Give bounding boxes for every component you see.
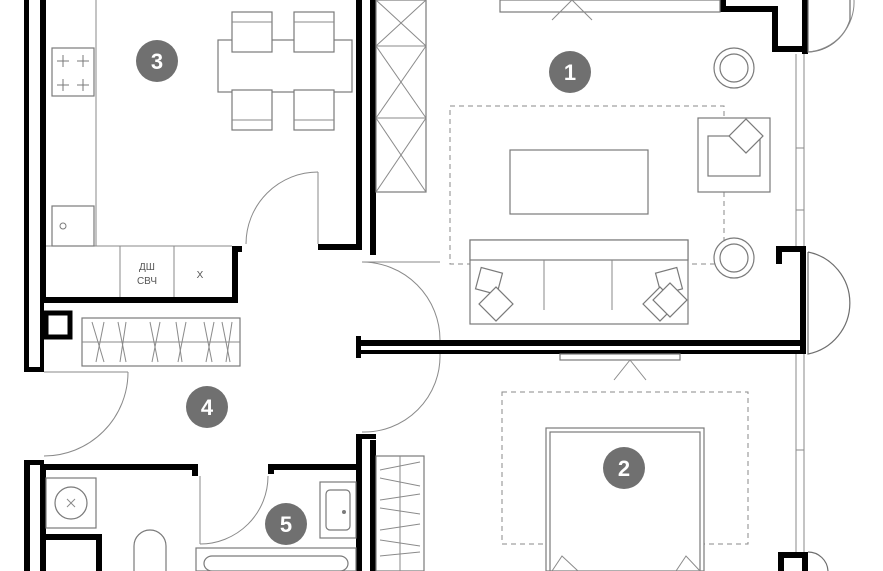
room-badge-5: 5 <box>265 503 307 545</box>
kitchen-furniture: ДШ СВЧ Х <box>46 0 353 297</box>
chair-icon <box>231 89 273 131</box>
walls <box>24 0 808 571</box>
chair-icon <box>231 11 273 53</box>
wardrobe-living <box>375 0 427 193</box>
wardrobe-hall <box>81 317 241 367</box>
living-furniture <box>449 0 771 325</box>
shower-label: ДШ <box>139 262 155 273</box>
microwave-label: СВЧ <box>137 276 157 287</box>
bedroom-rug-icon <box>501 391 749 545</box>
bedroom-furniture <box>375 353 749 571</box>
chair-icon <box>293 11 335 53</box>
room-number: 2 <box>618 456 630 481</box>
room-badge-4: 4 <box>186 386 228 428</box>
room-badge-2: 2 <box>603 447 645 489</box>
coffee-table-icon <box>509 149 649 215</box>
room-badge-3: 3 <box>136 40 178 82</box>
chair-icon <box>293 89 335 131</box>
room-number: 3 <box>151 49 163 74</box>
fridge-label: Х <box>197 270 204 281</box>
room-number: 1 <box>564 60 576 85</box>
sink-icon <box>51 205 95 247</box>
bathroom-furniture <box>45 477 357 571</box>
room-number: 5 <box>280 512 292 537</box>
windows <box>795 0 855 571</box>
room-number: 4 <box>201 395 214 420</box>
toilet-icon <box>133 529 167 571</box>
hob-icon <box>51 47 95 97</box>
doors <box>43 171 441 545</box>
room-badge-1: 1 <box>549 51 591 93</box>
